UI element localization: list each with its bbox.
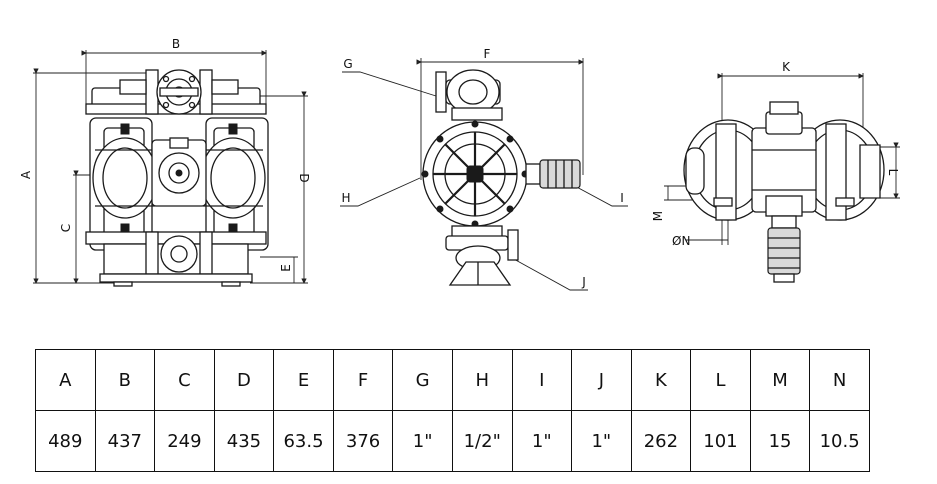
value-cell: 437 <box>94 410 156 472</box>
value-cell: 15 <box>749 410 811 472</box>
header-cell: J <box>571 349 632 411</box>
dim-label-n: ØN <box>672 234 690 248</box>
value-cell: 489 <box>35 410 96 472</box>
header-cell: A <box>35 349 96 411</box>
header-cell: I <box>511 349 573 411</box>
dim-label-b: B <box>172 37 180 51</box>
dimension-table-header-row: A B C D E F G H I J K L M N <box>35 349 870 411</box>
dim-label-e: E <box>279 264 293 272</box>
dimension-table-value-row: 489 437 249 435 63.5 376 1" 1/2" 1" 1" 2… <box>35 410 870 472</box>
header-cell: H <box>451 349 513 411</box>
header-cell: L <box>690 349 751 411</box>
header-cell: K <box>630 349 692 411</box>
dim-label-h: H <box>341 191 350 205</box>
value-cell: 63.5 <box>273 410 334 472</box>
header-cell: D <box>213 349 275 411</box>
header-cell: M <box>749 349 811 411</box>
dim-label-k: K <box>782 60 791 74</box>
header-cell: G <box>392 349 453 411</box>
dim-label-i: I <box>620 191 624 205</box>
value-cell: 1" <box>571 410 632 472</box>
dim-label-l: L <box>886 169 900 176</box>
value-cell: 262 <box>630 410 692 472</box>
side-view: F G H I J <box>340 47 628 291</box>
value-cell: 10.5 <box>809 410 870 472</box>
dimension-table: A B C D E F G H I J K L M N 489 437 249 … <box>35 349 870 472</box>
top-view: K L M ØN <box>651 60 900 283</box>
dim-label-g: G <box>343 57 352 71</box>
value-cell: 1" <box>511 410 573 472</box>
value-cell: 249 <box>154 410 215 472</box>
header-cell: E <box>273 349 334 411</box>
dim-label-c: C <box>59 224 73 232</box>
value-cell: 1" <box>392 410 453 472</box>
dim-label-a: A <box>19 170 33 179</box>
dim-label-j: J <box>581 275 586 289</box>
dim-label-f: F <box>484 47 491 61</box>
value-cell: 101 <box>690 410 751 472</box>
header-cell: N <box>809 349 870 411</box>
dim-label-m: M <box>651 211 665 221</box>
front-view: B A C D E <box>19 37 311 287</box>
value-cell: 376 <box>332 410 394 472</box>
header-cell: B <box>94 349 156 411</box>
dim-label-d: D <box>297 173 311 182</box>
value-cell: 435 <box>213 410 275 472</box>
header-cell: F <box>332 349 394 411</box>
header-cell: C <box>154 349 215 411</box>
value-cell: 1/2" <box>451 410 513 472</box>
pump-dimension-drawing: B A C D E <box>19 37 900 291</box>
